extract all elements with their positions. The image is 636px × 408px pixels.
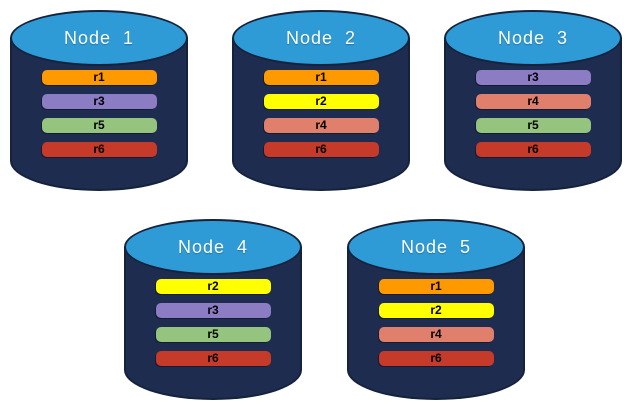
replica-bar: r3 [41, 94, 157, 109]
replica-bar: r6 [378, 351, 494, 366]
replica-list: r2 r3 r5 r6 [124, 279, 302, 366]
node-title: Node 4 [177, 236, 249, 257]
replica-bar: r1 [378, 279, 494, 294]
replica-bar: r3 [155, 303, 271, 318]
cylinder-top: Node 2 [232, 10, 410, 66]
node-title: Node 3 [497, 27, 569, 48]
node-cylinder-5: Node 5 r1 r2 r4 r6 [347, 219, 525, 400]
replica-bar: r2 [155, 279, 271, 294]
cylinder-top: Node 3 [444, 10, 622, 66]
node-cylinder-2: Node 2 r1 r2 r4 r6 [232, 10, 410, 191]
replica-bar: r1 [41, 70, 157, 85]
node-title: Node 1 [63, 27, 135, 48]
replica-bar: r5 [41, 118, 157, 133]
cylinder-top: Node 4 [124, 219, 302, 275]
node-cylinder-4: Node 4 r2 r3 r5 r6 [124, 219, 302, 400]
replica-list: r1 r2 r4 r6 [232, 70, 410, 157]
replica-bar: r6 [41, 142, 157, 157]
node-title: Node 5 [400, 236, 472, 257]
replica-bar: r5 [155, 327, 271, 342]
replica-bar: r6 [475, 142, 591, 157]
node-cylinder-1: Node 1 r1 r3 r5 r6 [10, 10, 188, 191]
replica-bar: r6 [263, 142, 379, 157]
replica-bar: r3 [475, 70, 591, 85]
cylinder-top: Node 5 [347, 219, 525, 275]
node-title: Node 2 [285, 27, 357, 48]
node-cylinder-3: Node 3 r3 r4 r5 r6 [444, 10, 622, 191]
replica-bar: r5 [475, 118, 591, 133]
replica-list: r1 r2 r4 r6 [347, 279, 525, 366]
replica-bar: r4 [378, 327, 494, 342]
cylinder-top: Node 1 [10, 10, 188, 66]
replica-bar: r4 [475, 94, 591, 109]
replica-bar: r4 [263, 118, 379, 133]
replica-bar: r2 [263, 94, 379, 109]
replica-list: r3 r4 r5 r6 [444, 70, 622, 157]
replica-list: r1 r3 r5 r6 [10, 70, 188, 157]
replica-bar: r6 [155, 351, 271, 366]
replica-bar: r2 [378, 303, 494, 318]
replica-bar: r1 [263, 70, 379, 85]
